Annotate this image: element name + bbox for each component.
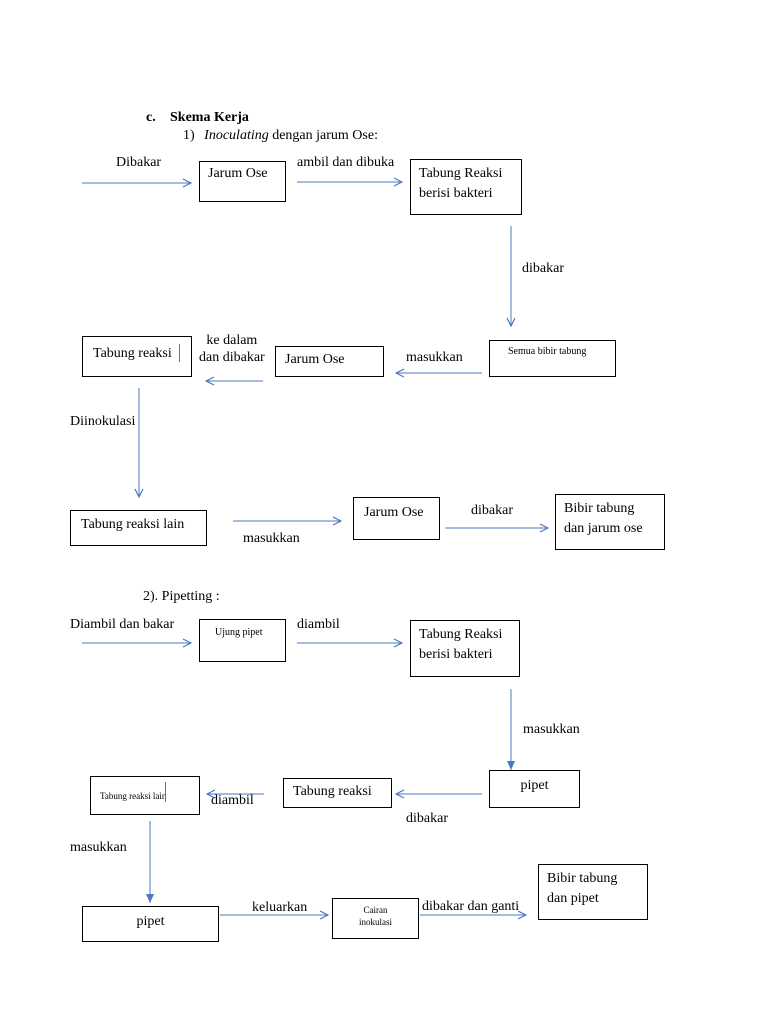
box-cairan-inokulasi: Cairan inokulasi	[332, 898, 419, 939]
label-masukkan-2: masukkan	[243, 531, 300, 546]
label-diambil-1: diambil	[297, 617, 340, 632]
box-tabung-reaksi-bakteri-1: Tabung Reaksi berisi bakteri	[410, 159, 522, 215]
box-line: Bibir tabung	[564, 501, 635, 516]
box-line: Tabung Reaksi	[419, 166, 503, 181]
label-line: ke dalam	[206, 333, 258, 348]
label-keluarkan: keluarkan	[252, 900, 308, 915]
box-semua-bibir-tabung: Semua bibir tabung	[489, 340, 616, 377]
box-bibir-jarum-ose: Bibir tabung dan jarum ose	[555, 494, 665, 550]
label-masukkan-left: masukkan	[70, 840, 127, 855]
box-tabung-reaksi-2: Tabung reaksi	[283, 778, 392, 808]
box-tabung-reaksi-bakteri-2: Tabung Reaksi berisi bakteri	[410, 620, 520, 677]
subsection-1-number: 1)	[183, 128, 195, 143]
box-line: dan pipet	[547, 891, 599, 906]
label-diinokulasi: Diinokulasi	[70, 414, 136, 429]
label-masukkan-down: masukkan	[523, 722, 580, 737]
box-ujung-pipet: Ujung pipet	[199, 619, 286, 662]
label-diambil-bakar: Diambil dan bakar	[70, 617, 175, 632]
cursor-mark	[165, 782, 166, 802]
label-dibakar: dibakar	[406, 811, 448, 826]
box-line: berisi bakteri	[419, 647, 493, 662]
box-line: Cairan	[363, 905, 388, 915]
box-jarum-ose-3: Jarum Ose	[353, 497, 440, 540]
subsection-1-italic: Inoculating	[204, 128, 269, 143]
box-bibir-pipet: Bibir tabung dan pipet	[538, 864, 648, 920]
box-tabung-reaksi-1: Tabung reaksi	[82, 336, 192, 377]
box-line: inokulasi	[359, 917, 392, 927]
label-dibakar-down: dibakar	[522, 261, 564, 276]
box-pipet-2: pipet	[82, 906, 219, 942]
label-dibakar-ganti: dibakar dan ganti	[422, 899, 520, 914]
box-line: berisi bakteri	[419, 186, 493, 201]
label-dibakar-3: dibakar	[471, 503, 513, 518]
box-pipet-1: pipet	[489, 770, 580, 808]
subsection-2-heading: 2). Pipetting :	[143, 589, 220, 604]
box-jarum-ose-2: Jarum Ose	[275, 346, 384, 377]
section-letter: c.	[146, 110, 156, 125]
box-tabung-reaksi-lain-1: Tabung reaksi lain	[70, 510, 207, 546]
box-jarum-ose-1: Jarum Ose	[199, 161, 286, 202]
box-line: dan jarum ose	[564, 521, 643, 536]
label-dibakar-start: Dibakar	[116, 155, 162, 170]
label-diambil-2: diambil	[211, 793, 254, 808]
section-title: Skema Kerja	[170, 110, 249, 125]
subsection-1-rest: dengan jarum Ose:	[268, 128, 378, 143]
subsection-1-heading: 1) Inoculating dengan jarum Ose:	[183, 127, 378, 144]
box-line: Bibir tabung	[547, 871, 618, 886]
label-line: dan dibakar	[199, 350, 265, 365]
box-tabung-reaksi-lain-2: Tabung reaksi lain	[90, 776, 200, 815]
box-line: Tabung Reaksi	[419, 627, 503, 642]
label-ke-dalam: ke dalam dan dibakar	[199, 332, 265, 366]
label-ambil-dibuka: ambil dan dibuka	[297, 155, 395, 170]
cursor-mark	[179, 344, 180, 362]
label-masukkan-1: masukkan	[406, 350, 463, 365]
